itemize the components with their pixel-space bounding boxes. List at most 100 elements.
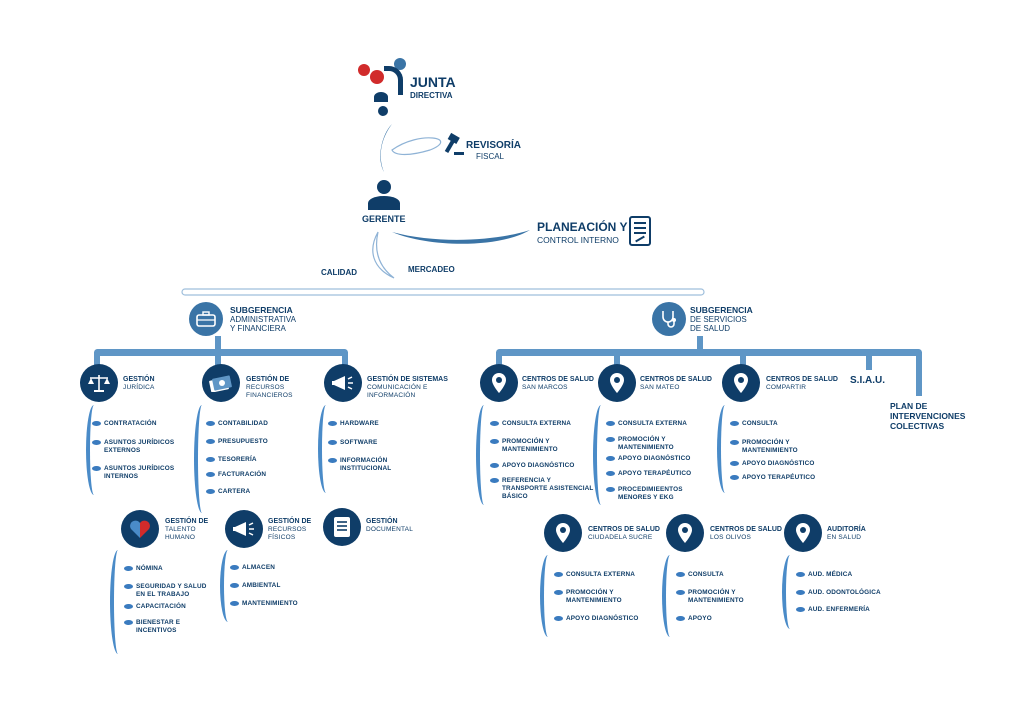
sistemas-item: INFORMACIÓN: [340, 457, 388, 464]
sistemas-sub2: INFORMACIÓN: [367, 392, 416, 399]
calidad-label: CALIDAD: [321, 268, 357, 277]
juridica-title: GESTIÓN: [123, 376, 155, 383]
revisoria-title: REVISORÍA: [466, 140, 522, 151]
auditoria-item: AUD. ENFERMERÍA: [808, 606, 870, 613]
fisicos-item: MANTENIMIENTO: [242, 600, 298, 607]
financieros-item: FACTURACIÓN: [218, 471, 267, 478]
financieros-arc: [194, 405, 210, 513]
talento-item: BIENESTAR E: [136, 619, 181, 626]
olivos-item: MANTENIMIENTO: [688, 597, 744, 604]
sistemas-item: INSTITUCIONAL: [340, 465, 392, 472]
location-pin-icon: [492, 373, 506, 393]
sanmateo-item: PROCEDIMIEENTOS: [618, 486, 683, 493]
financieros-item: CONTABILIDAD: [218, 420, 268, 427]
olivos-item: CONSULTA: [688, 571, 724, 578]
document-chart-icon: [629, 216, 651, 246]
financieros-sub2: FINANCIEROS: [246, 392, 293, 399]
pin-node: [598, 364, 636, 402]
sanmarcos-arc: [476, 405, 492, 505]
compartir-item: APOYO TERAPÉUTICO: [742, 474, 816, 481]
document-node: [323, 508, 361, 546]
subgerencia-salud-title: SUBGERENCIA: [690, 305, 753, 315]
sucre-item: CONSULTA EXTERNA: [566, 571, 636, 578]
briefcase-node: [189, 302, 223, 336]
sistemas-arc: [318, 405, 334, 493]
juridica-arc: [86, 405, 102, 495]
auditoria-item: AUD. ODONTOLÓGICA: [808, 589, 881, 596]
sanmateo-item: APOYO DIAGNÓSTICO: [618, 455, 691, 462]
talento-item: SEGURIDAD Y SALUD: [136, 583, 207, 590]
talento-sub1: TALENTO: [165, 526, 196, 533]
subgerencia-admin-title: SUBGERENCIA: [230, 305, 293, 315]
megaphone-node-2: [225, 510, 263, 548]
location-pin-icon: [734, 373, 748, 393]
revisoria-sub: FISCAL: [476, 152, 505, 161]
sanmarcos-item: PROMOCIÓN Y: [502, 438, 550, 445]
olivos-item: PROMOCIÓN Y: [688, 589, 736, 596]
fisicos-item: ALMACEN: [242, 564, 275, 571]
location-pin-icon: [610, 373, 624, 393]
sanmateo-arc: [593, 405, 609, 505]
talento-item: NÓMINA: [136, 565, 163, 572]
sistemas-item: HARDWARE: [340, 420, 379, 427]
plan-line1: PLAN DE: [890, 401, 928, 411]
location-pin-icon: [678, 523, 692, 543]
sistemas-title: GESTIÓN DE SISTEMAS: [367, 376, 448, 383]
plan-line2: INTERVENCIONES: [890, 411, 966, 421]
fisicos-item: AMBIENTAL: [242, 582, 281, 589]
money-icon: [209, 375, 232, 392]
olivos-sub: LOS OLIVOS: [710, 534, 752, 541]
talento-arc: [110, 550, 126, 654]
subgerencia-admin-line1: ADMINISTRATIVA: [230, 315, 296, 324]
gerente-title: GERENTE: [362, 214, 406, 224]
stethoscope-icon: [662, 311, 676, 328]
sanmateo-sub: SAN MATEO: [640, 384, 680, 391]
documental-sub: DOCUMENTAL: [366, 526, 414, 533]
fisicos-title: GESTIÓN DE: [268, 518, 312, 525]
sucre-arc: [540, 555, 556, 637]
talento-item: CAPACITACIÓN: [136, 603, 186, 610]
pin-node: [544, 514, 582, 552]
document-icon: [334, 517, 350, 537]
financieros-item: PRESUPUESTO: [218, 438, 268, 445]
junta-sub: DIRECTIVA: [410, 91, 453, 100]
plan-line3: COLECTIVAS: [890, 421, 945, 431]
compartir-item: APOYO DIAGNÓSTICO: [742, 460, 815, 467]
fisicos-sub2: FÍSICOS: [268, 534, 296, 541]
scales-node: [80, 364, 118, 402]
pin-node: [480, 364, 518, 402]
olivos-arc: [662, 555, 678, 637]
sanmarcos-item: REFERENCIA Y: [502, 477, 552, 484]
sistemas-sub1: COMUNICACIÓN E: [367, 384, 428, 391]
sanmateo-title: CENTROS DE SALUD: [640, 376, 712, 383]
sanmateo-item: MANTENIMIENTO: [618, 444, 674, 451]
auditoria-item: AUD. MÉDICA: [808, 571, 853, 578]
sanmarcos-sub: SAN MARCOS: [522, 384, 568, 391]
financieros-item: TESORERÍA: [218, 456, 257, 463]
compartir-item: CONSULTA: [742, 420, 778, 427]
auditoria-sub: EN SALUD: [827, 534, 862, 541]
sanmateo-item: MENORES Y EKG: [618, 494, 674, 501]
talento-item: EN EL TRABAJO: [136, 591, 190, 598]
heart-icon: [130, 520, 150, 538]
person-icon: [366, 180, 402, 212]
sanmarcos-item: APOYO DIAGNÓSTICO: [502, 462, 575, 469]
subgerencia-salud-line2: DE SALUD: [690, 324, 731, 333]
juridica-item: ASUNTOS JURÍDICOS: [104, 465, 175, 472]
olivos-item: APOYO: [688, 615, 712, 622]
subgerencia-admin-line2: Y FINANCIERA: [230, 324, 286, 333]
sucre-item: MANTENIMIENTO: [566, 597, 622, 604]
sucre-item: APOYO DIAGNÓSTICO: [566, 615, 639, 622]
briefcase-icon: [196, 311, 216, 327]
sucre-title: CENTROS DE SALUD: [588, 526, 660, 533]
juridica-item: CONTRATACIÓN: [104, 420, 157, 427]
compartir-title: CENTROS DE SALUD: [766, 376, 838, 383]
compartir-sub: COMPARTIR: [766, 384, 807, 391]
megaphone-node: [324, 364, 362, 402]
stethoscope-node: [652, 302, 686, 336]
financieros-item: CARTERA: [218, 488, 251, 495]
megaphone-icon: [233, 522, 254, 536]
auditoria-arc: [782, 555, 798, 629]
sanmateo-item: CONSULTA EXTERNA: [618, 420, 688, 427]
financieros-sub1: RECURSOS: [246, 384, 285, 391]
